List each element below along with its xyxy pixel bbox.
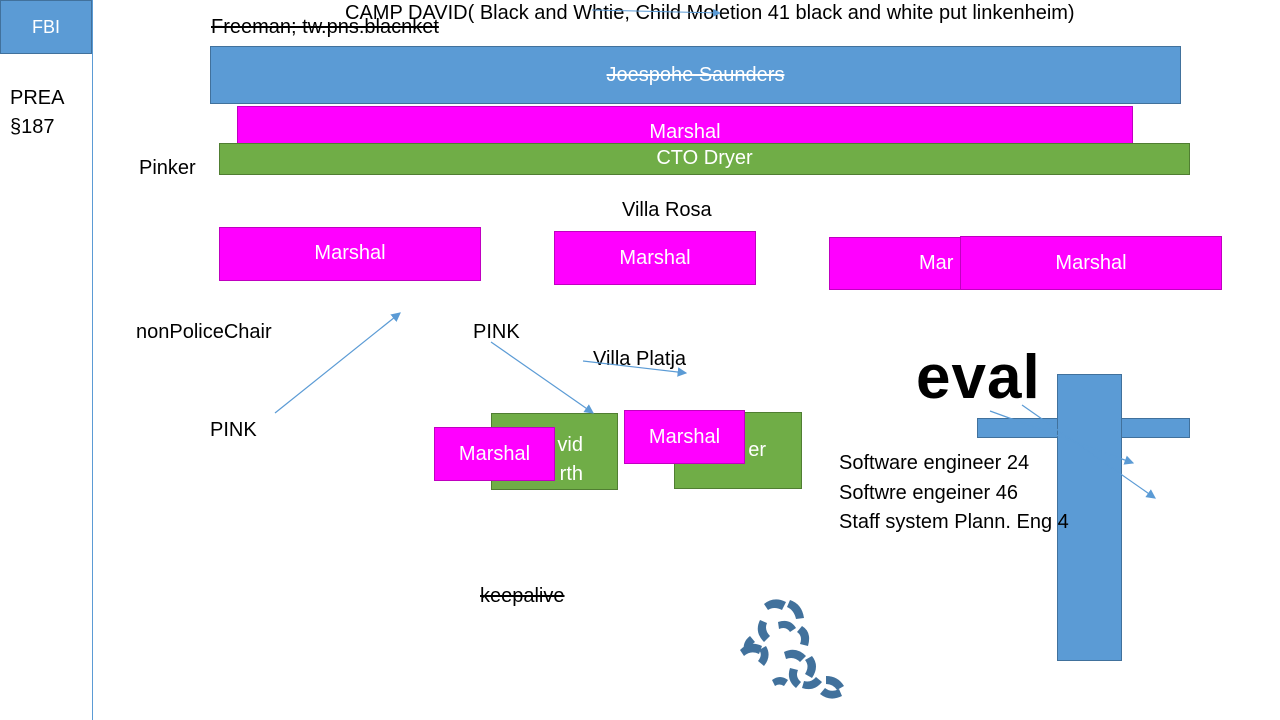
non-police-chair-label: nonPoliceChair [136, 321, 272, 343]
fbi-label: FBI [31, 16, 60, 37]
keepalive-label: keepalive [480, 585, 565, 607]
arrow-pink-to-cluster [490, 341, 594, 414]
villa-platja-label: Villa Platja [593, 348, 687, 370]
prea-block: PREA §187 [10, 84, 90, 142]
pink-upper-label: PINK [473, 321, 520, 343]
left-rail [0, 0, 93, 720]
marshal-box-6: Marshal [624, 410, 745, 464]
marshal-box-1-label: Marshal [314, 242, 386, 264]
cto-dryer-bar: CTO Dryer [219, 143, 1190, 175]
eval-label: eval [916, 343, 1041, 412]
green-box-left-line2: rth [559, 463, 583, 485]
role-item: Staff system Plann. Eng 4 [839, 511, 1069, 533]
marshal-box-3: Mar [829, 237, 969, 290]
section-label: §187 [10, 116, 55, 138]
marshal-box-3-label: Mar [919, 252, 954, 274]
arrow-pink-to-chair [274, 312, 401, 414]
swirl-cluster-icon [740, 599, 844, 699]
marshal-box-4: Marshal [960, 236, 1222, 290]
marshal-box-5: Marshal [434, 427, 555, 481]
marshal-box-2-label: Marshal [619, 246, 691, 269]
joespohe-bar: Joespohe Saunders [210, 46, 1181, 104]
marshal-box-5-label: Marshal [458, 442, 531, 465]
villa-rosa-label: Villa Rosa [622, 199, 712, 221]
fbi-box: FBI [0, 0, 92, 54]
freeman-text: Freeman; tw.pns.blacnket [211, 16, 439, 38]
role-item: Softwre engeiner 46 [839, 481, 1019, 504]
marshal-top-label: Marshal [649, 121, 721, 143]
green-box-left-line1: vid [557, 434, 583, 456]
prea-label: PREA [10, 87, 65, 109]
roles-list: Software engineer 24 Softwre engeiner 46… [839, 449, 1069, 538]
role-item: Software engineer 24 [839, 452, 1030, 474]
green-box-right-label: er [748, 439, 766, 461]
marshal-top-bar: Marshal [237, 106, 1133, 146]
pink-lower-label: PINK [210, 419, 257, 441]
marshal-box-1: Marshal [219, 227, 481, 281]
joespohe-label: Joespohe Saunders [606, 63, 785, 86]
marshal-box-4-label: Marshal [1055, 251, 1127, 274]
marshal-box-2: Marshal [554, 231, 756, 285]
marshal-box-6-label: Marshal [648, 425, 721, 448]
camp-david-text: CAMP DAVID( Black and Whtie, Child Molet… [345, 2, 1075, 24]
cto-dryer-label: CTO Dryer [656, 147, 753, 169]
pinker-label: Pinker [139, 157, 196, 179]
